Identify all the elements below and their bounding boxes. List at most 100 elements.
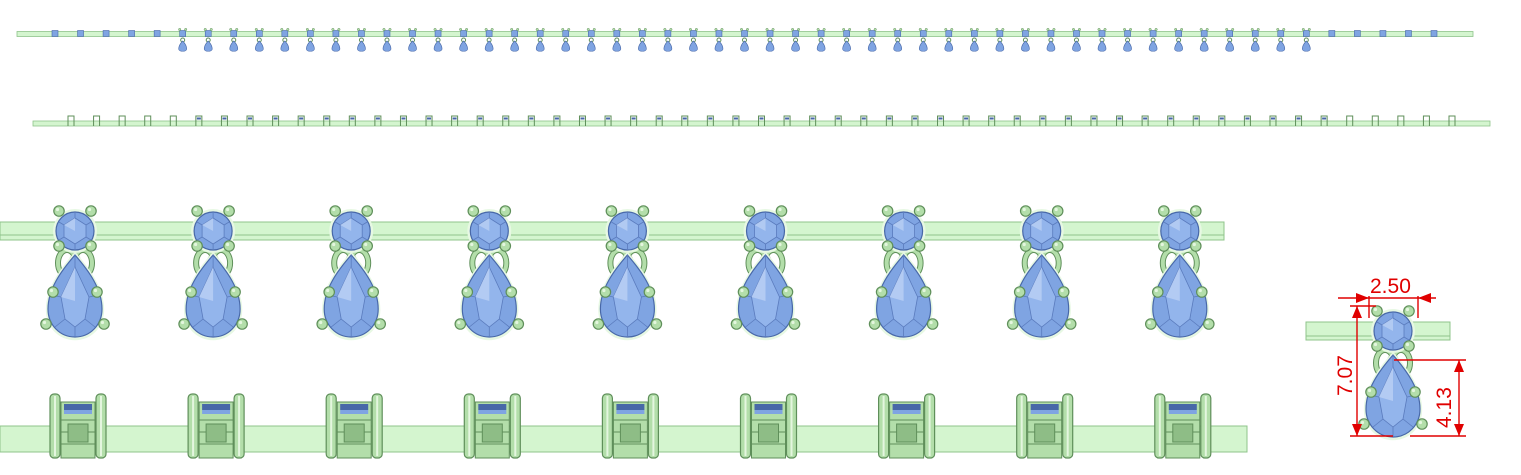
overview-drop-unit [433, 28, 443, 52]
overview-plain-unit [1405, 30, 1412, 37]
side-detail-units [49, 393, 1212, 459]
side-detail-unit [325, 393, 383, 459]
front-detail-unit [1006, 205, 1077, 341]
prong-ball-icon [53, 240, 65, 252]
overview-side-unit [1371, 115, 1379, 126]
overview-side-unit [1167, 115, 1175, 126]
prong-ball-icon [98, 318, 110, 330]
overview-side-unit [476, 115, 484, 126]
drop-height-dimension-label: 4.13 [1433, 387, 1456, 428]
width-dimension-label: 2.50 [1370, 275, 1411, 298]
overview-side-unit [1397, 115, 1405, 126]
prong-ball-icon [223, 240, 235, 252]
overview-plain-unit [77, 30, 84, 37]
prong-ball-icon [781, 286, 794, 298]
overview-drop-unit [944, 28, 954, 52]
prong-ball-icon [1006, 318, 1019, 330]
prong-ball-icon [1403, 305, 1415, 317]
prong-ball-icon [1064, 318, 1077, 330]
overview-side-unit [1039, 115, 1047, 126]
prong-ball-icon [1019, 205, 1032, 217]
overview-side-unit [272, 115, 280, 126]
dimension-detail-unit [1358, 305, 1428, 441]
overview-plain-unit [1430, 30, 1438, 37]
prong-ball-icon [1057, 286, 1070, 298]
overview-drop-unit [663, 28, 673, 52]
overview-drop-unit [408, 28, 417, 52]
overview-side-unit [885, 115, 893, 126]
overview-side-unit [1141, 115, 1149, 126]
overview-side-units [67, 115, 1456, 126]
dimension-unit [1358, 305, 1428, 441]
overview-side-unit [604, 115, 612, 126]
prong-ball-icon [1158, 205, 1170, 217]
overview-side-unit [1422, 115, 1430, 126]
overview-side-unit [911, 115, 919, 126]
overview-side-unit [578, 115, 586, 126]
overview-side-unit [732, 115, 740, 126]
side-detail-unit [463, 393, 521, 459]
overview-side-band [32, 120, 1491, 127]
overview-plain-unit [1328, 30, 1336, 37]
overview-side-unit [834, 115, 842, 126]
prong-ball-icon [650, 318, 663, 330]
overview-drop-unit [714, 28, 724, 52]
prong-ball-icon [643, 286, 656, 298]
overview-side-unit [630, 115, 638, 126]
prong-ball-icon [743, 205, 756, 217]
prong-ball-icon [367, 286, 380, 298]
prong-ball-icon [1019, 240, 1032, 252]
prong-ball-icon [53, 205, 65, 217]
overview-side-unit [1218, 115, 1226, 126]
prong-ball-icon [868, 318, 881, 330]
prong-ball-icon [374, 318, 387, 330]
prong-ball-icon [323, 286, 336, 298]
prong-ball-icon [512, 318, 525, 330]
overview-side-unit [553, 115, 561, 126]
overview-drop-unit [484, 28, 494, 52]
prong-ball-icon [1371, 340, 1383, 352]
side-detail-unit [877, 393, 936, 459]
side-detail-unit [601, 393, 660, 459]
overview-drop-unit [688, 28, 698, 52]
prong-ball-icon [1371, 305, 1383, 317]
front-detail-unit [454, 205, 525, 341]
side-detail-unit [739, 393, 798, 459]
overview-plain-unit [1354, 30, 1361, 37]
prong-ball-icon [775, 205, 788, 217]
overview-drop-unit [586, 28, 596, 52]
overview-side-unit [1192, 115, 1200, 126]
overview-side-unit [67, 115, 75, 126]
overview-drop-unit [893, 28, 903, 52]
overview-plain-unit [1379, 30, 1387, 37]
prong-ball-icon [1051, 205, 1064, 217]
overview-drop-unit [254, 28, 264, 52]
overview-side-unit [374, 115, 382, 126]
overview-drop-unit [1072, 28, 1081, 52]
overview-plain-unit [51, 30, 59, 37]
prong-ball-icon [461, 286, 474, 298]
overview-side-unit [1295, 115, 1303, 126]
prong-ball-icon [605, 205, 618, 217]
prong-ball-icon [1145, 318, 1157, 330]
side-detail-unit [49, 393, 107, 459]
front-detail-unit [316, 205, 387, 341]
prong-ball-icon [1196, 286, 1208, 298]
overview-drop-unit [1301, 28, 1311, 52]
prong-ball-icon [499, 240, 512, 252]
front-detail-unit [1145, 205, 1215, 341]
prong-ball-icon [467, 240, 480, 252]
overview-drop-unit [969, 28, 979, 52]
prong-ball-icon [361, 205, 374, 217]
overview-plain-unit [153, 30, 161, 37]
overview-drop-unit [535, 28, 545, 52]
overview-drop-unit [842, 28, 852, 52]
prong-ball-icon [223, 205, 235, 217]
prong-ball-icon [730, 318, 743, 330]
overview-drop-unit [1148, 28, 1158, 52]
overview-drop-unit [1123, 28, 1133, 52]
overview-side-unit [1448, 115, 1456, 126]
prong-ball-icon [592, 318, 605, 330]
dimension-view: 2.50 7.07 4.13 [1305, 275, 1466, 441]
